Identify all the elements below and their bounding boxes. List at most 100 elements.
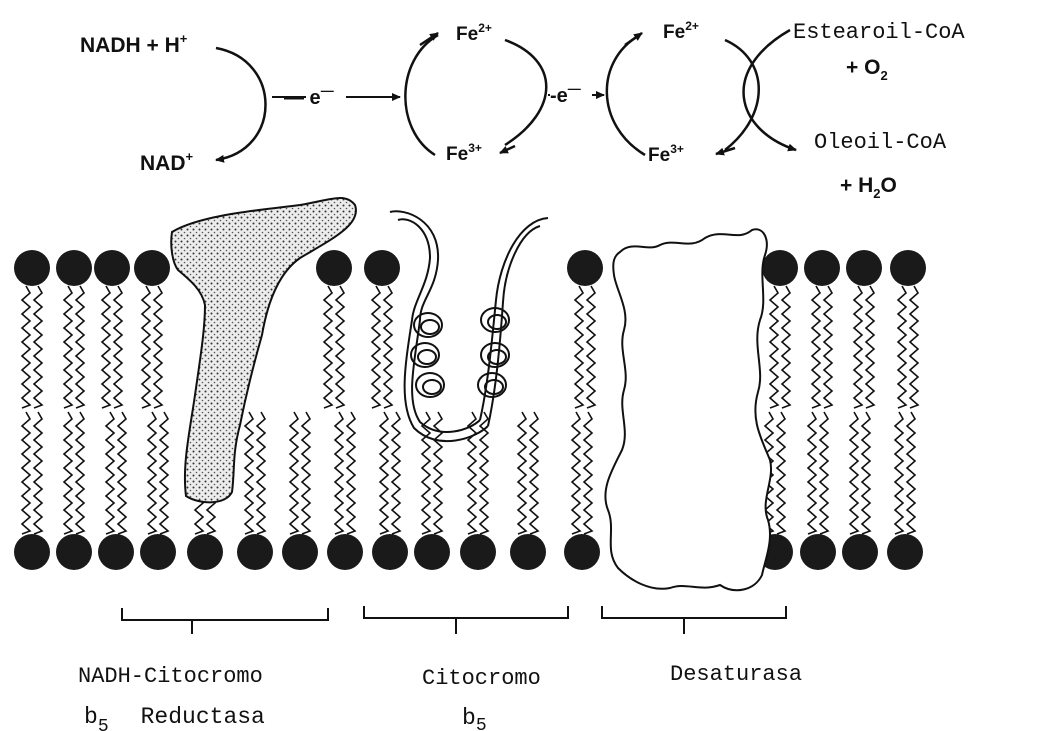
lipid-head bbox=[56, 534, 92, 570]
lipid-tail bbox=[530, 412, 538, 534]
lipid-head bbox=[94, 250, 130, 286]
lipid-tail bbox=[380, 412, 388, 534]
nad-label: NAD+ bbox=[140, 149, 194, 175]
lipid-head bbox=[134, 250, 170, 286]
nadh-label: NADH + H+ bbox=[80, 31, 188, 57]
lipid-tail bbox=[148, 412, 156, 534]
lipid-tail bbox=[584, 412, 592, 534]
lipid-tail bbox=[102, 286, 110, 408]
lipid-head bbox=[372, 534, 408, 570]
cytochrome-b5-redox-cycle bbox=[405, 35, 546, 155]
lipid-tail bbox=[106, 412, 114, 534]
lipid-tail bbox=[777, 412, 785, 534]
lipid-head bbox=[567, 250, 603, 286]
lipid-tail bbox=[76, 412, 84, 534]
lipid-tail bbox=[824, 286, 832, 408]
reductase-bracket bbox=[122, 608, 328, 634]
lipid-head bbox=[842, 534, 878, 570]
lipid-head bbox=[14, 534, 50, 570]
cytb5-label-line2: b5 bbox=[462, 705, 487, 731]
lipid-tail bbox=[290, 412, 298, 534]
lipid-tail bbox=[808, 412, 816, 534]
lipid-tail bbox=[575, 286, 583, 408]
lipid-head bbox=[282, 534, 318, 570]
desaturation-arc bbox=[744, 30, 796, 150]
desaturase-redox-cycle bbox=[607, 35, 759, 155]
lipid-tail bbox=[587, 286, 595, 408]
electron-transfer-scheme: NADH + H+ NAD+ — e— Fe2+ Fe3+ -e— Fe2+ F… bbox=[80, 19, 965, 201]
lipid-tail bbox=[118, 412, 126, 534]
lipid-tail bbox=[468, 412, 476, 534]
lipid-tail bbox=[76, 286, 84, 408]
lipid-tail bbox=[384, 286, 392, 408]
lipid-tail bbox=[850, 412, 858, 534]
nadh-oxidation-arc bbox=[216, 48, 266, 160]
lipid-tail bbox=[34, 412, 42, 534]
lipid-head bbox=[800, 534, 836, 570]
lipid-tail bbox=[160, 412, 168, 534]
desaturase-label: Desaturasa bbox=[670, 662, 802, 687]
lipid-tail bbox=[770, 286, 778, 408]
lipid-tail bbox=[22, 412, 30, 534]
lipid-tail bbox=[154, 286, 162, 408]
lipid-tail bbox=[142, 286, 150, 408]
lipid-head bbox=[564, 534, 600, 570]
lipid-head bbox=[887, 534, 923, 570]
cytochrome-b5-protein bbox=[390, 211, 548, 441]
substrate-label: Estearoil-CoA bbox=[793, 20, 965, 45]
lipid-head bbox=[14, 250, 50, 286]
lipid-tail bbox=[64, 286, 72, 408]
lipid-tail bbox=[820, 412, 828, 534]
lipid-head bbox=[140, 534, 176, 570]
lipid-head bbox=[414, 534, 450, 570]
lipid-tail bbox=[518, 412, 526, 534]
nadh-cytochrome-b5-reductase-protein bbox=[171, 198, 356, 502]
lipid-head bbox=[804, 250, 840, 286]
lipid-tail bbox=[782, 286, 790, 408]
lipid-head bbox=[327, 534, 363, 570]
lipid-bilayer bbox=[14, 250, 926, 570]
component-brackets bbox=[122, 606, 786, 634]
lipid-tail bbox=[812, 286, 820, 408]
cytb5-bracket bbox=[364, 606, 568, 634]
reductase-label-line1: NADH-Citocromo bbox=[78, 664, 263, 689]
lipid-head bbox=[846, 250, 882, 286]
cytb5-label-line1: Citocromo bbox=[422, 666, 541, 691]
lipid-tail bbox=[64, 412, 72, 534]
cytb5-fe2-label: Fe2+ bbox=[456, 21, 492, 45]
lipid-tail bbox=[854, 286, 862, 408]
lipid-tail bbox=[347, 412, 355, 534]
lipid-tail bbox=[245, 412, 253, 534]
lipid-tail bbox=[34, 286, 42, 408]
lipid-tail bbox=[422, 412, 430, 534]
lipid-tail bbox=[372, 286, 380, 408]
lipid-head bbox=[890, 250, 926, 286]
lipid-head bbox=[762, 250, 798, 286]
lipid-head bbox=[510, 534, 546, 570]
lipid-tail bbox=[866, 286, 874, 408]
lipid-tail bbox=[910, 286, 918, 408]
lipid-tail bbox=[572, 412, 580, 534]
lipid-tail bbox=[336, 286, 344, 408]
lipid-tail bbox=[335, 412, 343, 534]
lipid-tail bbox=[302, 412, 310, 534]
desaturase-protein bbox=[605, 229, 771, 590]
lipid-head bbox=[56, 250, 92, 286]
lipid-tail bbox=[907, 412, 915, 534]
lipid-tail bbox=[324, 286, 332, 408]
lipid-head bbox=[187, 534, 223, 570]
lipid-head bbox=[460, 534, 496, 570]
water-label: + H2O bbox=[840, 174, 897, 201]
desaturase-fe2-label: Fe2+ bbox=[663, 19, 699, 43]
lipid-tail bbox=[22, 286, 30, 408]
lipid-tail bbox=[257, 412, 265, 534]
lipid-head bbox=[237, 534, 273, 570]
lipid-head bbox=[98, 534, 134, 570]
oxygen-label: + O2 bbox=[846, 56, 888, 83]
lipid-head bbox=[364, 250, 400, 286]
desaturase-bracket bbox=[602, 606, 786, 634]
lipid-tail bbox=[862, 412, 870, 534]
